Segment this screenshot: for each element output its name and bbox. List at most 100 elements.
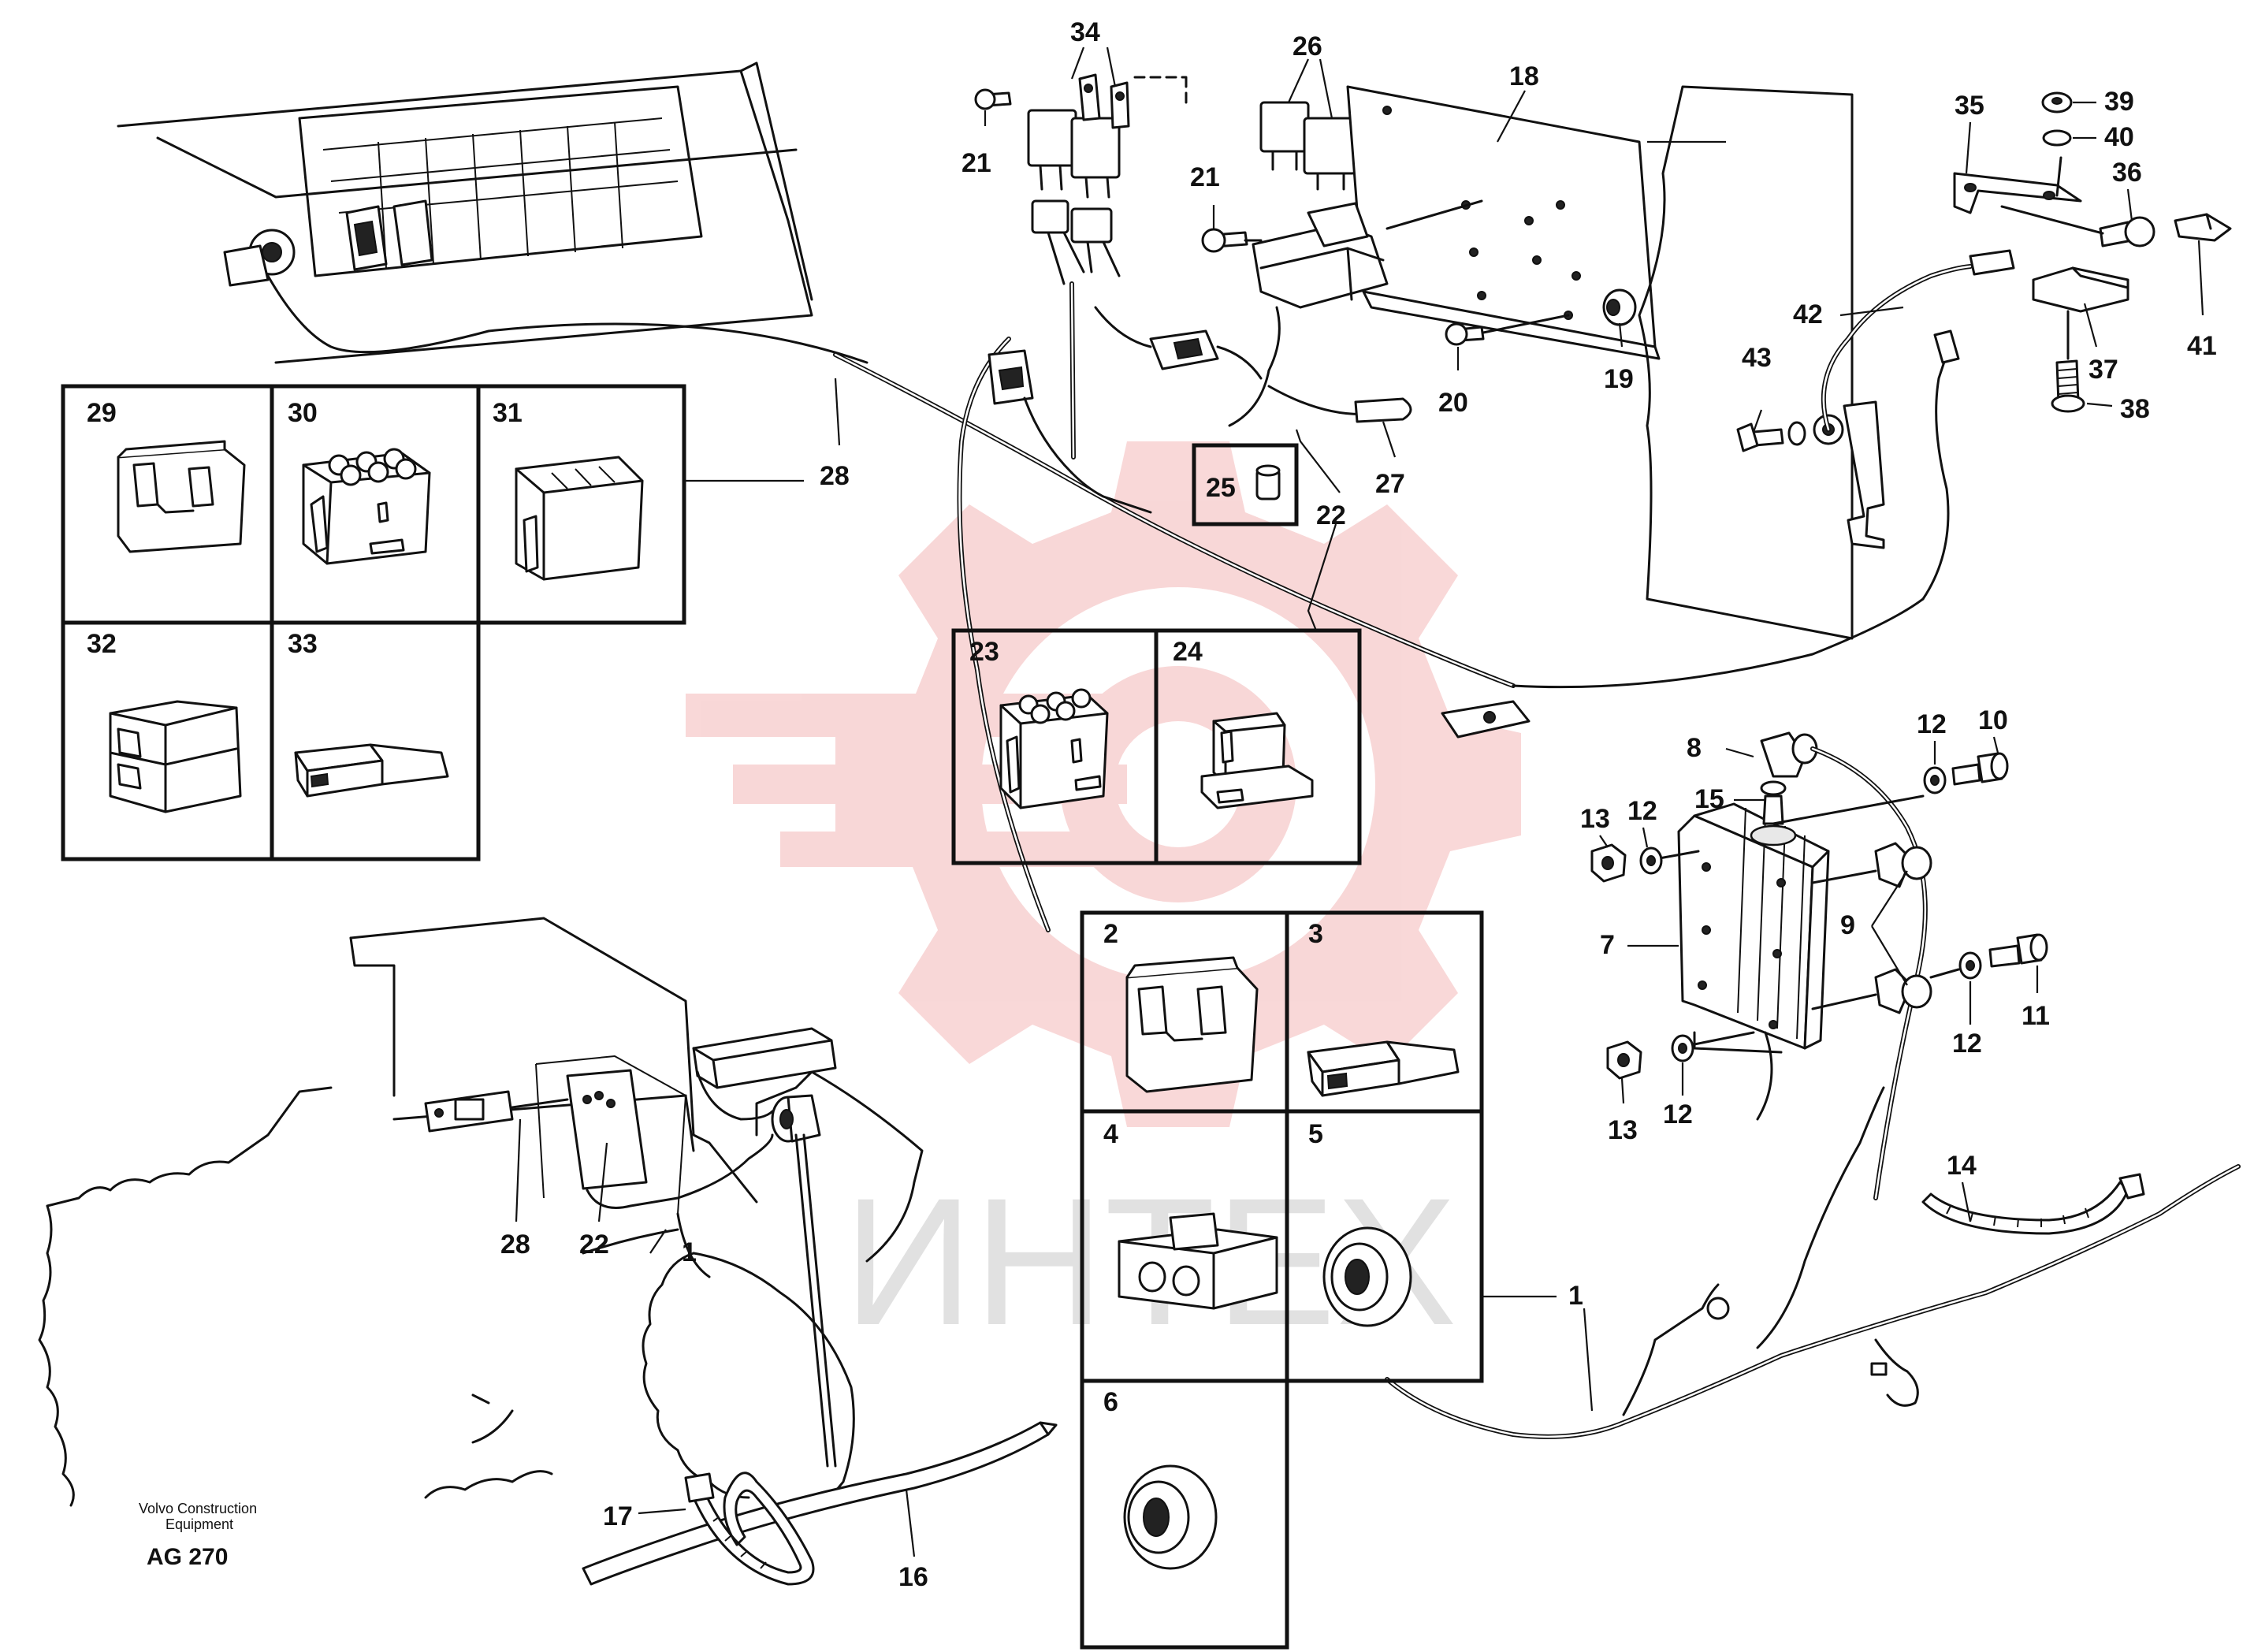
label-4: 4 (1103, 1119, 1118, 1149)
top-unit (692, 1027, 837, 1089)
label-3: 3 (1308, 919, 1323, 949)
label-43: 43 (1742, 343, 1772, 373)
label-12-lower-left: 12 (1663, 1099, 1693, 1129)
control-panel-22 (566, 1069, 648, 1190)
label-13-upper: 13 (1580, 804, 1610, 834)
label-12-upper-left: 12 (1627, 796, 1657, 826)
label-30: 30 (288, 398, 318, 428)
label-29: 29 (87, 398, 117, 428)
label-16: 16 (898, 1562, 928, 1592)
terminal-cover-41 (2174, 213, 2232, 242)
brand-line-2: Equipment (166, 1516, 233, 1532)
label-21a: 21 (961, 148, 991, 178)
label-39: 39 (2104, 87, 2134, 117)
box-25 (1192, 443, 1299, 526)
figure-code: AG 270 (147, 1544, 228, 1570)
connector-4 (1118, 1212, 1278, 1310)
label-24: 24 (1173, 637, 1203, 667)
box-23-24 (951, 628, 1362, 865)
connector-30 (302, 448, 431, 565)
label-11: 11 (2022, 1001, 2050, 1031)
label-41: 41 (2187, 331, 2217, 361)
connector-31 (515, 456, 644, 581)
label-31: 31 (493, 398, 523, 428)
relay-group-34 (1027, 73, 1130, 199)
screw-15 (1760, 780, 1787, 825)
label-37: 37 (2088, 355, 2118, 385)
label-7: 7 (1600, 930, 1615, 960)
label-6: 6 (1103, 1387, 1118, 1417)
label-2: 2 (1103, 919, 1118, 949)
label-34: 34 (1070, 17, 1100, 47)
label-25: 25 (1206, 473, 1236, 503)
label-12-right-mid: 12 (1952, 1029, 1982, 1059)
connector-2 (1125, 956, 1259, 1093)
label-28b: 28 (500, 1230, 530, 1259)
mounting-plate-18 (1346, 85, 1661, 360)
nut-13-upper (1590, 843, 1627, 883)
ground-bracket (1843, 400, 1885, 549)
screw-36 (2099, 216, 2155, 247)
spacer-19 (1602, 288, 1637, 326)
label-13-lower: 13 (1608, 1115, 1638, 1145)
connector-3 (1307, 1040, 1460, 1097)
cab-wall (1638, 85, 1885, 640)
dashboard-panel (117, 61, 868, 364)
machine-body (38, 917, 924, 1507)
connector-33 (294, 743, 449, 798)
label-22a: 22 (1316, 500, 1346, 530)
connector-23 (999, 688, 1109, 809)
screw-10 (1951, 752, 2009, 786)
label-38: 38 (2120, 394, 2150, 424)
box-29-33 (61, 384, 686, 861)
label-22b: 22 (579, 1230, 609, 1259)
brand-line-1: Volvo Construction (139, 1501, 257, 1516)
label-33: 33 (288, 629, 318, 659)
terminal-cover-37 (2032, 266, 2129, 313)
cable-tie-16 (582, 1421, 1058, 1586)
leader-lines (515, 47, 2204, 1557)
label-1-right: 1 (1568, 1281, 1583, 1311)
grommet-5 (1322, 1226, 1412, 1327)
label-21b: 21 (1190, 162, 1220, 192)
washer-40 (2042, 129, 2072, 147)
label-19: 19 (1604, 364, 1634, 394)
screw-11 (1988, 933, 2048, 968)
cable-tie-14 (1921, 1173, 2145, 1235)
label-36: 36 (2112, 158, 2142, 188)
connector-24 (1200, 712, 1314, 809)
elbow-connector-8 (1760, 731, 1818, 778)
label-14: 14 (1947, 1151, 1977, 1181)
grommet-6 (1123, 1464, 1218, 1570)
clip-9-upper (1874, 842, 1932, 888)
label-18: 18 (1509, 61, 1539, 91)
screw-38 (2051, 359, 2085, 413)
label-23: 23 (969, 637, 999, 667)
label-28a: 28 (820, 461, 850, 491)
label-10: 10 (1978, 705, 2008, 735)
label-42: 42 (1793, 300, 1823, 329)
label-20: 20 (1438, 388, 1468, 418)
relay-group-26 (1259, 101, 1357, 191)
nut-13-lower (1606, 1040, 1642, 1080)
sensor-unit (771, 1094, 821, 1143)
connector-29 (117, 440, 246, 553)
connector-32 (109, 700, 242, 813)
control-unit-7 (1677, 802, 1830, 1050)
fuse-27 (1354, 397, 1412, 423)
label-12-top-right: 12 (1917, 709, 1947, 739)
label-27: 27 (1375, 469, 1405, 499)
label-32: 32 (87, 629, 117, 659)
label-15: 15 (1694, 784, 1724, 814)
label-9: 9 (1840, 910, 1855, 940)
bracket-35 (1953, 172, 2082, 214)
relay-socket-block (1252, 199, 1483, 309)
nut-39 (2041, 91, 2073, 113)
label-40: 40 (2104, 122, 2134, 152)
label-35: 35 (1955, 91, 1984, 121)
clip-9-lower (1874, 968, 1932, 1014)
label-17: 17 (603, 1501, 633, 1531)
label-26: 26 (1293, 32, 1322, 61)
cable-tie-17 (684, 1472, 815, 1586)
